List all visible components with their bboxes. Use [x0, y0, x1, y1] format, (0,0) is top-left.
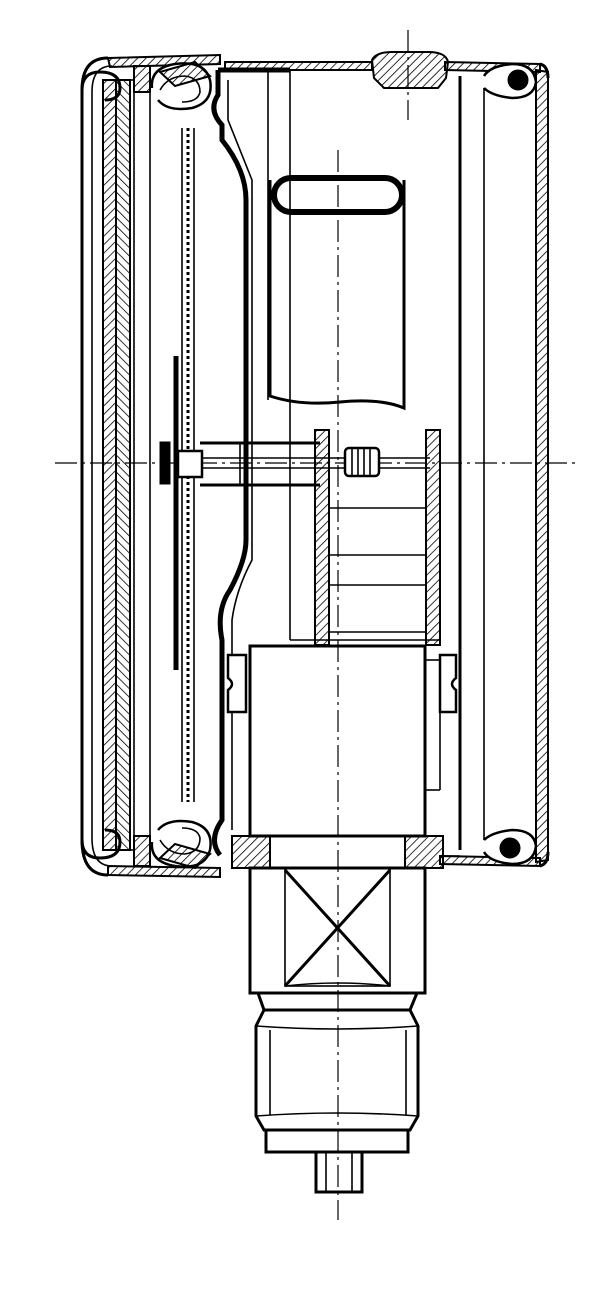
outer-case	[106, 53, 550, 879]
movement-plates	[290, 429, 441, 646]
pinion-shaft	[200, 441, 430, 487]
window-glass	[102, 79, 135, 851]
filler-plug	[370, 51, 450, 89]
bourdon-tube	[268, 175, 406, 411]
socket-seal	[231, 834, 460, 870]
seal-right	[482, 62, 538, 866]
movement-carrier	[211, 67, 291, 857]
dial-seal-bottom	[150, 819, 212, 870]
pointer	[159, 356, 204, 670]
dial-seal-top	[150, 60, 212, 111]
socket-block	[226, 644, 458, 838]
threaded-stem	[254, 991, 420, 1194]
gasket-left	[133, 65, 151, 867]
inner-walls-right	[458, 76, 485, 850]
